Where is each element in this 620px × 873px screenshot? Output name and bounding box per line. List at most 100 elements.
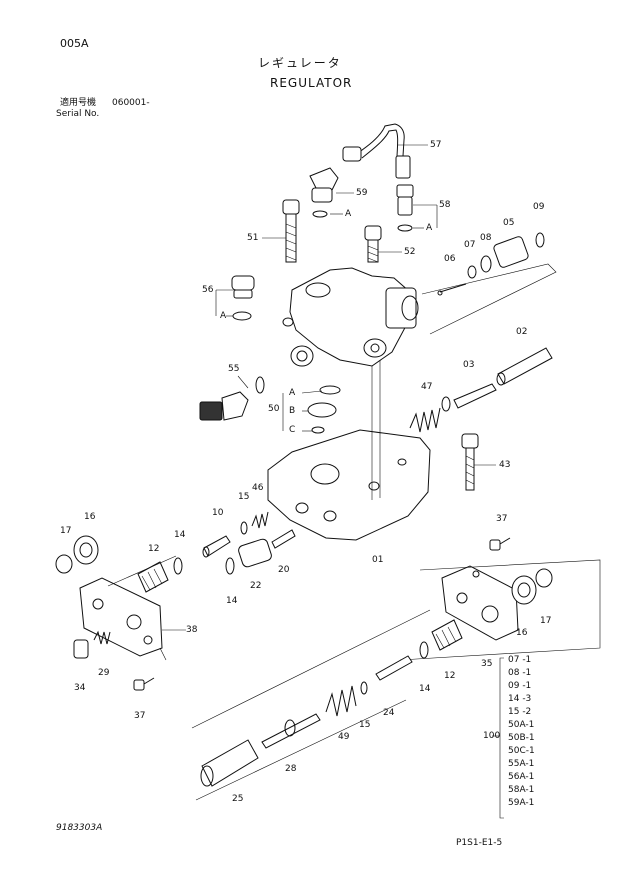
callout-25: 25 [232, 794, 244, 804]
part-03-piston [441, 383, 497, 412]
part-22-sleeve [238, 538, 272, 568]
part-24-pin [375, 655, 413, 681]
part-37-left-screw [133, 677, 155, 691]
part-01-body [267, 360, 431, 541]
callout-07: 07 [464, 240, 476, 250]
callout-28: 28 [285, 764, 297, 774]
part-46-spring [251, 511, 269, 529]
callout-05: 05 [503, 218, 515, 228]
callout-22: 22 [250, 581, 262, 591]
part-59-elbow-fitting [309, 167, 354, 218]
callout-29: 29 [98, 668, 110, 678]
callout-02: 02 [516, 327, 528, 337]
callout-57: 57 [430, 140, 442, 150]
kit-item: 09 -1 [508, 681, 532, 691]
seal-label-b-50: B [289, 406, 296, 416]
callout-24: 24 [383, 708, 395, 718]
drawing-number: 9183303A [56, 823, 103, 833]
callout-08: 08 [480, 233, 492, 243]
part-51-bolt [262, 199, 300, 263]
callout-100: 100 [483, 731, 501, 741]
kit-item: 15 -2 [508, 707, 532, 717]
part-58-fitting [396, 184, 438, 232]
part-12-right-sleeve [431, 619, 463, 651]
callout-35: 35 [481, 659, 493, 669]
callout-43: 43 [499, 460, 511, 470]
seal-label-c-50: C [289, 425, 296, 435]
callout-56: 56 [202, 285, 214, 295]
kit-item: 50B-1 [508, 733, 535, 743]
kit-item: 50A-1 [508, 720, 535, 730]
part-35-right-cover [399, 559, 601, 661]
serial-label-japanese: 適用号機 [60, 98, 97, 108]
upper-housing [282, 267, 419, 367]
callout-12-left: 12 [148, 544, 160, 554]
part-57-pipe [342, 123, 428, 179]
part-16-left-nut [73, 535, 99, 565]
part-16-right-nut [511, 575, 537, 605]
kit-item: 59A-1 [508, 798, 535, 808]
callout-06: 06 [444, 254, 456, 264]
callout-37-lower: 37 [134, 711, 146, 721]
callout-52: 52 [404, 247, 416, 257]
callout-03: 03 [463, 360, 475, 370]
kit-item: 07 -1 [508, 655, 532, 665]
callout-55: 55 [228, 364, 240, 374]
parts-05-09-cartridge [437, 232, 545, 296]
kit-item: 56A-1 [508, 772, 535, 782]
serial-number-range: 060001- [112, 98, 150, 108]
callout-14-lower-left: 14 [226, 596, 238, 606]
callout-01: 01 [372, 555, 384, 565]
callout-49: 49 [338, 732, 350, 742]
part-52-bolt [364, 225, 402, 263]
kit-item: 50C-1 [508, 746, 535, 756]
callout-46: 46 [252, 483, 264, 493]
callout-12-right: 12 [444, 671, 456, 681]
callout-15-left: 15 [238, 492, 250, 502]
part-28-spool [261, 713, 321, 749]
part-14-left-oring [173, 557, 183, 575]
part-02-spool [496, 347, 553, 386]
kit-item: 58A-1 [508, 785, 535, 795]
callout-50: 50 [268, 404, 280, 414]
part-37-right-screw [489, 537, 511, 551]
serial-label: Serial No. [56, 109, 100, 119]
part-10-pin [202, 535, 231, 558]
kit-item: 55A-1 [508, 759, 535, 769]
kit-item: 14 -3 [508, 694, 532, 704]
callout-59: 59 [356, 188, 368, 198]
callout-15-right: 15 [359, 720, 371, 730]
part-20-pin [271, 529, 296, 549]
callout-51: 51 [247, 233, 259, 243]
callout-37-upper: 37 [496, 514, 508, 524]
seal-label-a-56: A [220, 311, 227, 321]
seal-label-a-58: A [426, 223, 433, 233]
page-title: REGULATOR [270, 76, 353, 90]
part-34-cap [73, 639, 89, 659]
part-15-left-ring [240, 521, 248, 535]
callout-20: 20 [278, 565, 290, 575]
part-43-bolt [461, 433, 496, 491]
callout-58: 58 [439, 200, 451, 210]
seal-label-a-50: A [289, 388, 296, 398]
part-38-left-cover [79, 555, 186, 661]
callout-16-left: 16 [84, 512, 96, 522]
callout-38: 38 [186, 625, 198, 635]
seal-label-a-59: A [345, 209, 352, 219]
callout-34: 34 [74, 683, 86, 693]
part-14-right-oring [419, 641, 429, 659]
kit-list: 07 -1 08 -1 09 -1 14 -3 15 -2 50A-1 50B-… [508, 655, 558, 809]
part-17-right-cap [535, 568, 553, 588]
part-50-seal-set [282, 385, 341, 434]
page-code: 005A [60, 37, 89, 50]
part-49-spring [325, 685, 357, 717]
part-55-sensor [199, 375, 265, 421]
kit-item: 08 -1 [508, 668, 532, 678]
callout-09: 09 [533, 202, 545, 212]
callout-47: 47 [421, 382, 433, 392]
part-56-plug [215, 275, 255, 321]
page-reference: P1S1-E1-5 [456, 838, 503, 848]
part-12-left-sleeve [137, 561, 169, 593]
page-title-japanese: レギュレータ [258, 56, 342, 70]
